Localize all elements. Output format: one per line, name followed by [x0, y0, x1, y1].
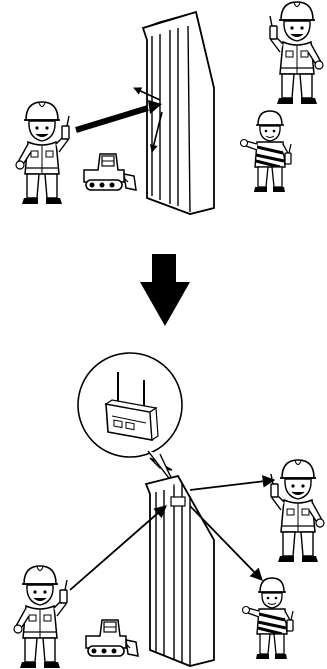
construction-worker-talking-icon: [270, 2, 323, 104]
bulldozer-icon: [84, 154, 136, 190]
bulldozer-icon: [86, 620, 138, 656]
repeater-zoom-callout: [78, 353, 182, 486]
construction-worker-talking-icon: [241, 111, 292, 192]
construction-worker-with-radio-icon: [14, 566, 67, 668]
signal-arrow: [76, 108, 148, 130]
concrete-wall-icon: [143, 12, 214, 214]
construction-worker-talking-icon: [271, 460, 324, 562]
scene-after: [14, 353, 324, 668]
construction-worker-with-radio-icon: [16, 102, 69, 204]
scene-before: [16, 2, 323, 214]
construction-worker-talking-icon: [243, 578, 294, 659]
arrow-down-icon: [140, 254, 190, 326]
relay-arrow: [190, 480, 274, 490]
